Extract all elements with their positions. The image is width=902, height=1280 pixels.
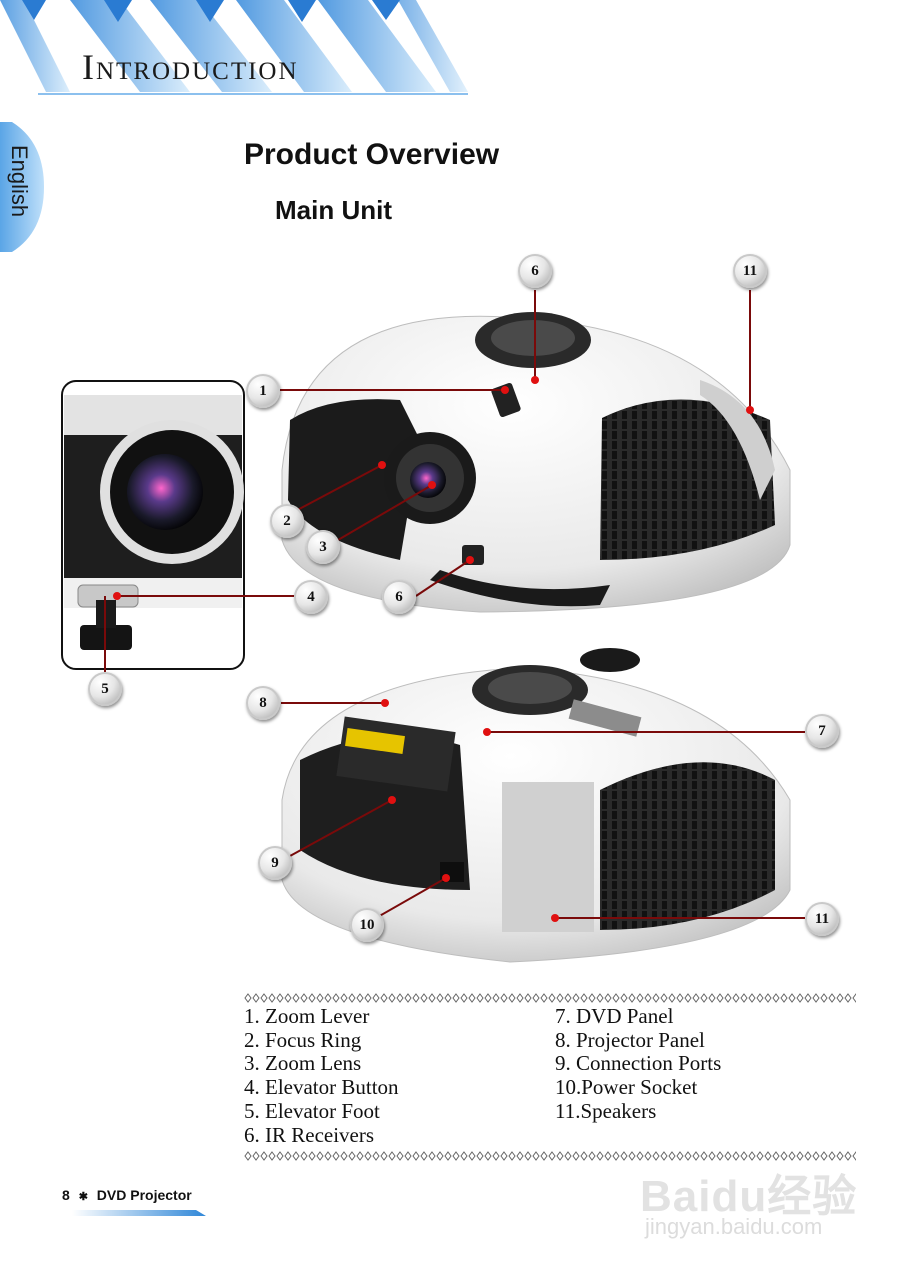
page-subtitle: Main Unit [275, 195, 392, 225]
page-number: 8 [62, 1187, 70, 1203]
legend-item: 3. Zoom Lens [244, 1051, 362, 1076]
legend-item: 2. Focus Ring [244, 1027, 362, 1052]
callout-1: 1 [246, 374, 280, 408]
callout-6-top: 6 [518, 254, 552, 288]
lens-detail-inset [61, 380, 245, 670]
legend-item: 1. Zoom Lever [244, 1004, 370, 1028]
callout-10: 10 [350, 908, 384, 942]
callout-11-top: 11 [733, 254, 767, 288]
callout-2: 2 [270, 504, 304, 538]
watermark-url: jingyan.baidu.com [645, 1214, 823, 1239]
header-banner [0, 0, 468, 95]
legend-item: 7. DVD Panel [555, 1004, 674, 1028]
divider-bottom [244, 1151, 856, 1161]
callout-5: 5 [88, 672, 122, 706]
callout-7: 7 [805, 714, 839, 748]
legend-item: 11.Speakers [555, 1098, 657, 1123]
footer-separator-icon: ✱ [78, 1191, 88, 1203]
legend-item: 4. Elevator Button [244, 1075, 399, 1100]
callout-4: 4 [294, 580, 328, 614]
projector-illustration [61, 290, 805, 963]
language-label: English [7, 145, 32, 218]
legend-left: 1. Zoom Lever 2. Focus Ring 3. Zoom Lens… [244, 1004, 399, 1147]
footer-product: DVD Projector [96, 1187, 192, 1203]
page-title: Product Overview [244, 138, 500, 171]
legend-item: 8. Projector Panel [555, 1027, 705, 1052]
divider-top [244, 993, 856, 1003]
watermark-logo: Baidu经验 [640, 1172, 858, 1221]
legend-item: 6. IR Receivers [244, 1122, 375, 1147]
legend-item: 5. Elevator Foot [244, 1098, 380, 1123]
legend-item: 9. Connection Ports [555, 1051, 722, 1076]
legend-right: 7. DVD Panel 8. Projector Panel 9. Conne… [555, 1004, 722, 1124]
footer-accent-bar [72, 1210, 206, 1216]
language-tab [0, 122, 44, 252]
callout-3: 3 [306, 530, 340, 564]
page-footer: 8 ✱ DVD Projector [62, 1187, 192, 1203]
projector-rear-view [281, 648, 791, 963]
callout-9: 9 [258, 846, 292, 880]
callout-6-front: 6 [382, 580, 416, 614]
section-title: Introduction [82, 47, 299, 87]
callout-8: 8 [246, 686, 280, 720]
callout-11-bottom: 11 [805, 902, 839, 936]
legend-item: 10.Power Socket [555, 1075, 698, 1100]
